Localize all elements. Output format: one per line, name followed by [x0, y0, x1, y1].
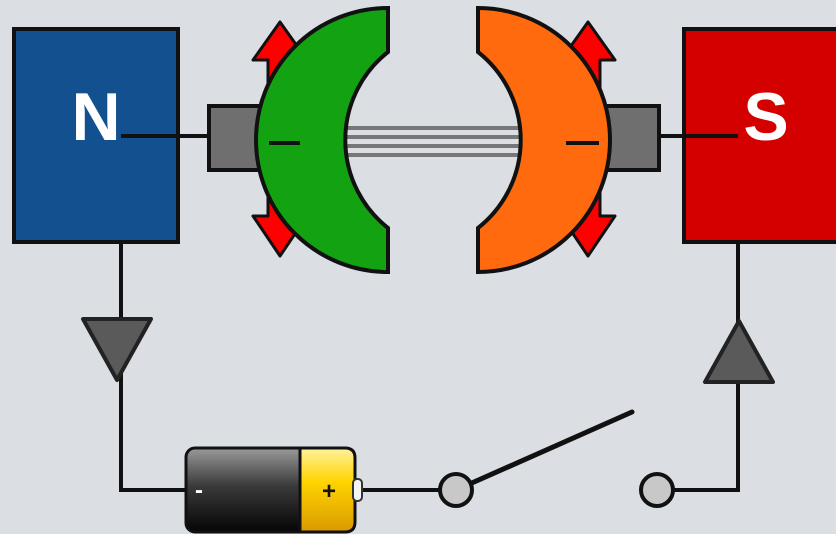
switch-right-terminal — [639, 472, 675, 508]
current-direction-down-icon — [81, 317, 153, 382]
commutator-right-half — [476, 5, 612, 275]
north-pole-label: N — [71, 79, 120, 155]
battery-positive-label: + — [322, 478, 336, 505]
battery-negative-label: - — [195, 477, 203, 504]
battery-positive-cap — [298, 446, 357, 534]
north-magnet: N — [12, 27, 180, 244]
switch[interactable] — [438, 409, 675, 508]
current-direction-up-icon — [703, 319, 775, 384]
circuit-wires — [119, 134, 740, 492]
south-pole-label: S — [743, 79, 788, 155]
commutator-left-half — [254, 5, 390, 275]
armature-coil — [322, 126, 548, 157]
battery-terminal-nub — [352, 478, 363, 502]
switch-lever[interactable] — [453, 409, 635, 493]
battery: - + — [184, 446, 363, 534]
switch-left-terminal — [438, 472, 474, 508]
